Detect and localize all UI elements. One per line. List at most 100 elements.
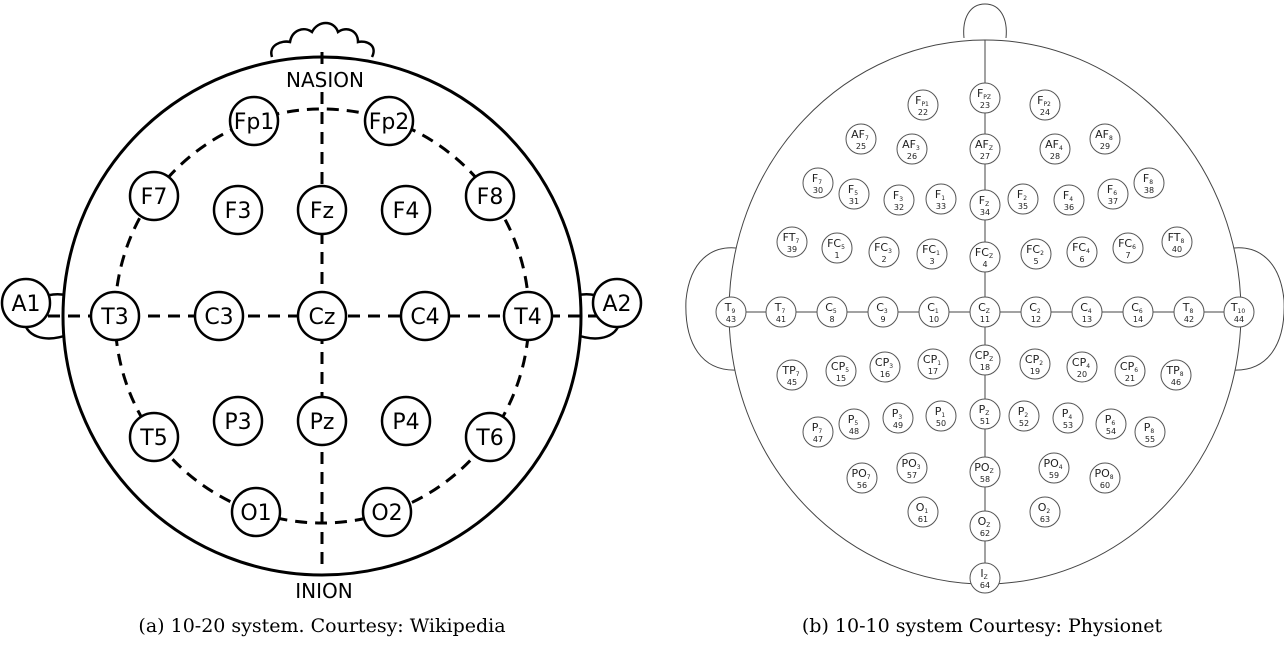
electrode-circle (296, 184, 348, 236)
electrode-subscript: 3 (888, 248, 892, 255)
electrode-circle (1066, 351, 1098, 383)
electrode-circle (128, 170, 180, 222)
electrode-base: PO (851, 467, 867, 480)
electrode-base: O (978, 515, 987, 528)
electrode-subscript: 6 (1134, 367, 1138, 374)
electrode-number: 10 (929, 315, 939, 324)
electrode-base: FT (783, 231, 796, 244)
electrode-subscript: PZ (983, 94, 991, 101)
electrode-label: PO4 (1043, 457, 1062, 471)
electrode-number: 61 (918, 515, 928, 524)
electrode-subscript: Z (984, 574, 988, 581)
electrode-subscript: Z (989, 356, 993, 363)
electrode-label: TP7 (781, 364, 799, 378)
electrode-subscript: 4 (1059, 145, 1063, 152)
electrode-subscript: 4 (1086, 363, 1090, 370)
electrode-circle (907, 496, 939, 528)
electrode-number: 1 (834, 251, 839, 260)
electrode-label: FP1 (915, 94, 929, 108)
electrode-subscript: 7 (781, 308, 785, 315)
electrode-subscript: 8 (1189, 308, 1193, 315)
electrode-circle (1223, 296, 1255, 328)
electrode-number: 37 (1108, 197, 1118, 206)
electrode-circle (925, 183, 957, 215)
electrode-base: F (1143, 172, 1149, 185)
electrode-label: T4 (513, 305, 541, 330)
electrode-circle (1020, 238, 1052, 270)
electrode-circle (917, 348, 949, 380)
electrode-circle (1122, 296, 1154, 328)
electrode-subscript: 5 (854, 190, 858, 197)
electrode-base: F (915, 94, 921, 107)
electrode-circle (776, 359, 808, 391)
electrode-number: 59 (1049, 471, 1059, 480)
electrode-label: Fp1 (234, 110, 275, 135)
electrode-circle (464, 170, 516, 222)
electrode-base: F (848, 183, 854, 196)
electrode-number: 9 (880, 315, 885, 324)
electrode-subscript: P2 (1043, 101, 1051, 108)
electrode-number: 30 (813, 186, 823, 195)
electrode-subscript: 6 (1113, 190, 1117, 197)
electrode-circle (969, 456, 1001, 488)
electrode-subscript: Z (985, 201, 989, 208)
electrode-label: O1 (240, 501, 271, 526)
electrode-label: C5 (825, 301, 837, 315)
electrode-cz: Cz (296, 290, 348, 342)
electrode-base: P (1062, 407, 1069, 420)
electrode-label: P3 (224, 410, 251, 435)
electrode-circle (591, 277, 643, 329)
electrode-number: 53 (1063, 421, 1073, 430)
electrode-base: TP (1165, 364, 1180, 377)
electrode-circle (1020, 296, 1052, 328)
electrode-label: C4 (1080, 301, 1092, 315)
electrode-number: 56 (857, 481, 867, 490)
electrode-c4: C4 (399, 290, 451, 342)
electrode-circle (715, 296, 747, 328)
electrode-subscript: 5 (841, 244, 845, 251)
electrode-label: F7 (141, 185, 168, 210)
electrode-label: FC5 (827, 237, 845, 251)
electrode-circle (802, 416, 834, 448)
electrode-base: F (1037, 94, 1043, 107)
electrode-number: 52 (1019, 419, 1029, 428)
electrode-c3: C3 (193, 290, 245, 342)
left-ear-outline-10-10 (685, 247, 739, 371)
electrode-subscript: Z (989, 145, 993, 152)
electrode-base: FC (922, 243, 936, 256)
electrode-base: T (724, 301, 732, 314)
electrode-label: C3 (876, 301, 888, 315)
electrode-subscript: Z (989, 253, 993, 260)
electrode-label: T10 (1230, 301, 1246, 315)
electrode-t6: T6 (464, 411, 516, 463)
electrode-number: 13 (1082, 315, 1092, 324)
electrode-subscript: Z (986, 522, 990, 529)
electrode-circle (1066, 236, 1098, 268)
electrode-subscript: 1 (941, 195, 945, 202)
electrode-label: PZ (979, 403, 990, 417)
electrode-circle (969, 510, 1001, 542)
electrode-subscript: 1 (924, 508, 928, 515)
electrode-subscript: 7 (796, 238, 800, 245)
nasion-label: NASION (286, 68, 364, 92)
electrode-fp1: Fp1 (228, 95, 280, 147)
electrode-t5: T5 (128, 411, 180, 463)
electrode-number: 46 (1171, 378, 1181, 387)
electrode-subscript: 4 (1068, 414, 1072, 421)
electrode-number: 19 (1030, 367, 1040, 376)
electrode-c5: C58 (816, 296, 848, 328)
electrode-circle (918, 296, 950, 328)
